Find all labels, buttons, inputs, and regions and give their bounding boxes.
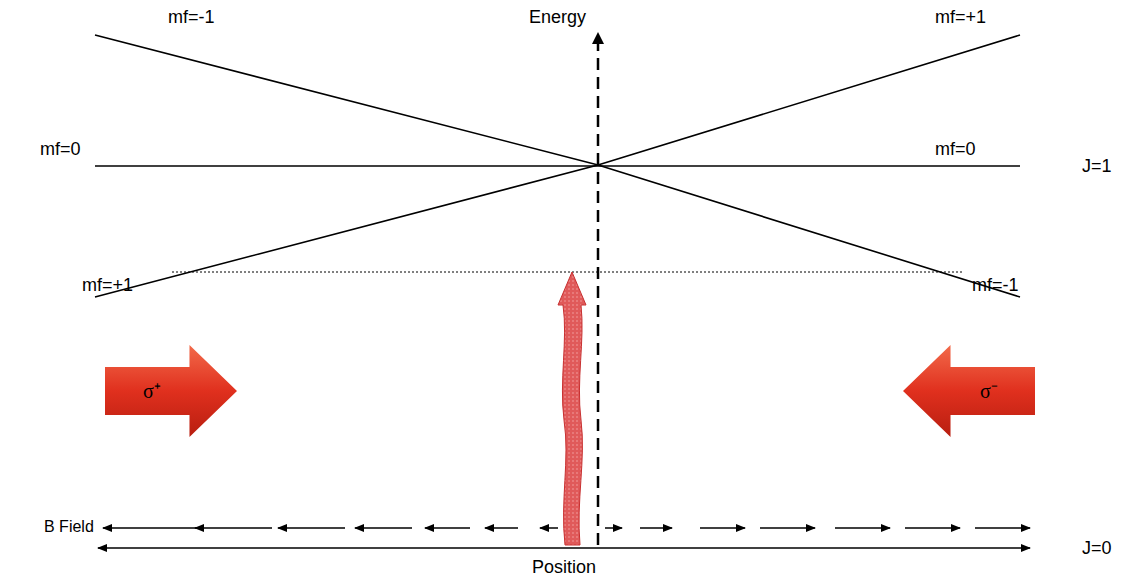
level-label: mf=-1 [168, 8, 215, 28]
b-field-arrow [700, 527, 745, 529]
polarisation-label: σ⁺ [143, 381, 161, 401]
level-label: J=0 [1082, 539, 1112, 559]
b-field-arrow [540, 527, 558, 529]
b-field-arrow [485, 527, 518, 529]
b-field-arrow [195, 527, 272, 529]
level-label: mf=0 [935, 140, 976, 160]
axis-title: Position [530, 558, 598, 578]
arrow-body [105, 345, 237, 437]
level-label: mf=0 [40, 140, 81, 160]
b-field-arrow [425, 527, 470, 529]
b-field-arrow [103, 527, 200, 529]
b-field-arrow [355, 527, 412, 529]
position-axis [98, 547, 1030, 549]
polarisation-arrow: σ⁻ [903, 345, 1035, 437]
axis-label: B Field [44, 518, 94, 536]
photon-arrow [558, 272, 586, 545]
level-line [95, 35, 1020, 297]
b-field-arrows [103, 528, 1030, 529]
arrow-body [903, 345, 1035, 437]
level-label: mf=+1 [935, 8, 986, 28]
level-label: J=1 [1082, 157, 1112, 177]
b-field-arrow [278, 527, 345, 529]
b-field-arrow [640, 527, 672, 529]
b-field-arrow [835, 527, 890, 529]
b-field-arrow [905, 527, 960, 529]
polarisation-arrow: σ⁺ [105, 345, 237, 437]
arrow-shape [105, 345, 237, 437]
b-field-arrow [975, 527, 1030, 529]
level-label: mf=-1 [972, 276, 1019, 296]
b-field-arrow [760, 527, 815, 529]
energy-axis [597, 40, 600, 545]
axis-title: Energy [527, 8, 588, 28]
level-line [95, 35, 1020, 297]
arrow-shape [903, 345, 1035, 437]
energy-axis-head [592, 32, 604, 44]
polarisation-label: σ⁻ [980, 381, 998, 401]
resonance-line [172, 272, 962, 273]
level-label: mf=+1 [82, 276, 133, 296]
level-line [95, 165, 1020, 167]
b-field-arrow [605, 527, 622, 529]
